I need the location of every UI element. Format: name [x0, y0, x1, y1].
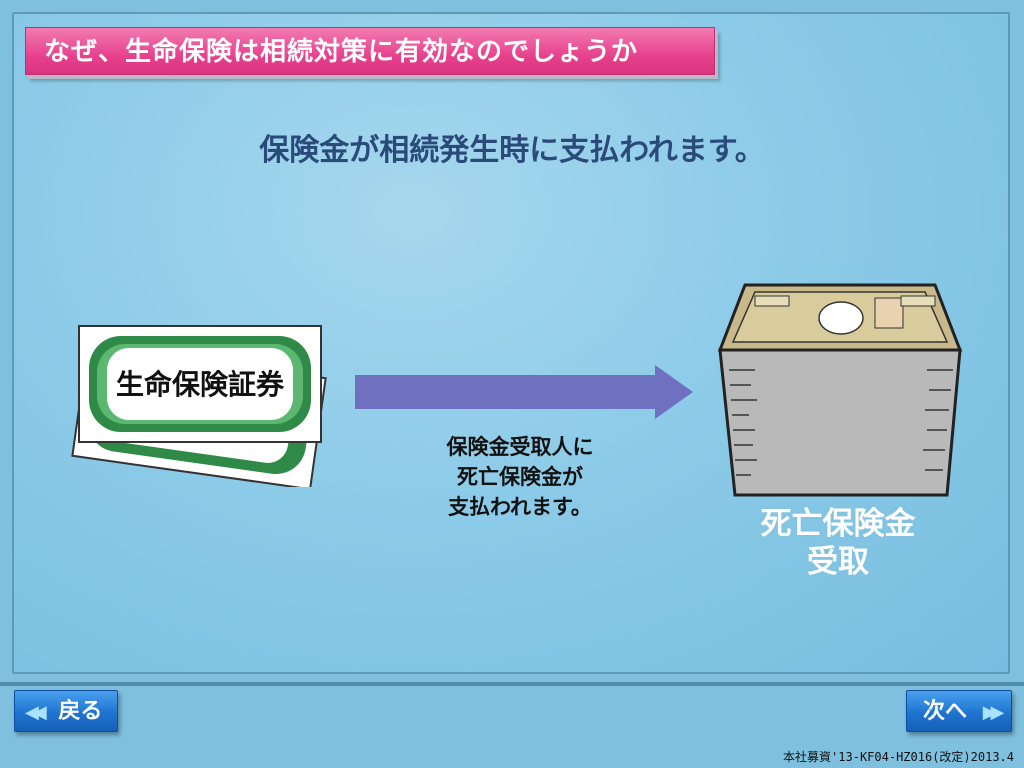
page-title: なぜ、生命保険は相続対策に有効なのでしょうか [25, 27, 715, 75]
back-button-label: 戻る [58, 699, 103, 724]
caption-line: 死亡保険金が [457, 465, 583, 489]
next-button[interactable]: 次へ ▶▶ [906, 690, 1012, 732]
caption-line: 保険金受取人に [446, 435, 594, 459]
certificate-text: 生命保険証券 [116, 368, 285, 401]
double-chevron-left-icon: ◀◀ [25, 702, 47, 723]
document-code: 本社募資'13-KF04-HZ016(改定)2013.4 [783, 750, 1014, 764]
right-arrow-icon [355, 365, 693, 419]
money-bundle-icon [717, 283, 963, 497]
next-button-label: 次へ [923, 699, 968, 724]
insurance-certificate-icon: 生命保険証券 [71, 325, 327, 487]
double-chevron-right-icon: ▶▶ [982, 702, 1005, 723]
receive-label: 死亡保険金 受取 [738, 505, 938, 581]
divider [0, 682, 1024, 686]
subtitle: 保険金が相続発生時に支払われます。 [259, 133, 765, 168]
receive-line: 受取 [807, 544, 869, 580]
back-button[interactable]: ◀◀ 戻る [14, 690, 118, 732]
payout-caption: 保険金受取人に 死亡保険金が 支払われます。 [420, 432, 620, 522]
receive-line: 死亡保険金 [760, 506, 916, 542]
caption-line: 支払われます。 [448, 495, 592, 519]
